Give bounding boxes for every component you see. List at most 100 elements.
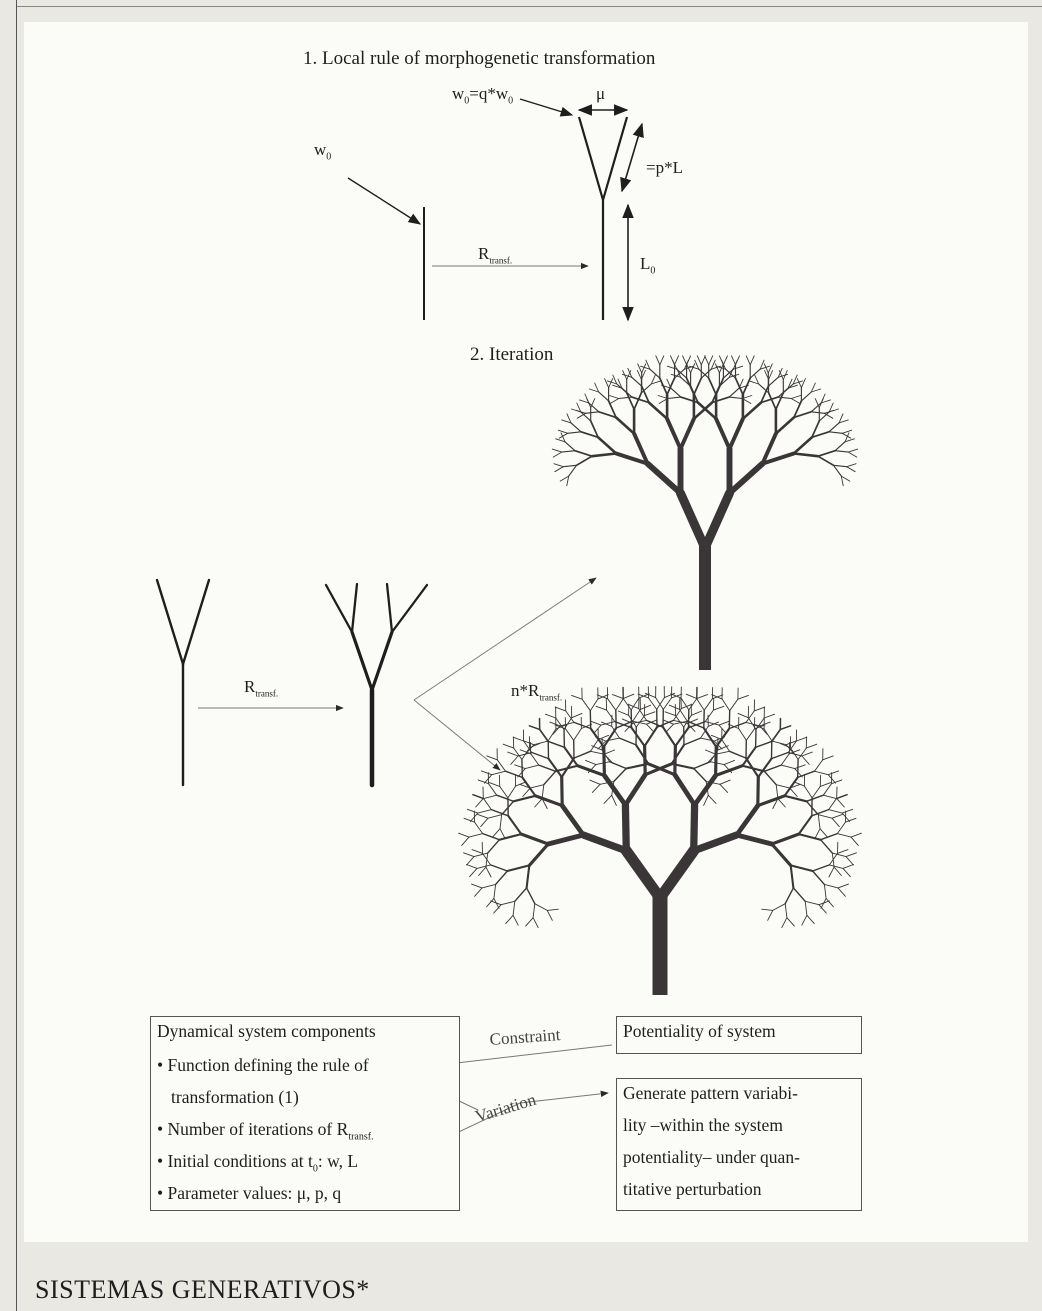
tree-branch: [499, 834, 521, 840]
pattern-variability-box: Generate pattern variabi- lity –within t…: [616, 1078, 862, 1211]
tree-branch: [508, 786, 516, 798]
tree-branch: [634, 393, 641, 410]
tree-branch: [649, 698, 657, 710]
tree-branch: [736, 378, 743, 394]
label-p-times-l: =p*L: [646, 158, 683, 178]
tree-branch: [756, 741, 773, 747]
tree-branch: [656, 356, 660, 365]
tree-branch: [527, 888, 535, 904]
iteration-y-1: [157, 580, 209, 785]
tree-branch: [694, 835, 737, 851]
tree-branch: [525, 765, 539, 769]
tree-branch: [473, 795, 484, 799]
tree-branch: [604, 750, 614, 754]
components-item-3-text: Initial conditions at t: [168, 1151, 313, 1171]
tree-branch: [680, 709, 688, 721]
tree-branch: [705, 750, 715, 754]
tree-branch: [660, 851, 694, 898]
variability-line-1: Generate pattern variabi-: [623, 1083, 798, 1104]
tree-branch: [681, 419, 694, 449]
tree-branch: [764, 714, 774, 718]
tree-branch: [746, 729, 754, 741]
tree-branch: [730, 699, 738, 711]
tree-branch: [542, 785, 544, 799]
components-box-title: Dynamical system components: [157, 1021, 376, 1042]
tree-branch: [478, 810, 492, 814]
tree-branch: [824, 884, 826, 898]
tree-branch: [545, 714, 555, 718]
label-mu: μ: [596, 84, 605, 104]
tree-branch: [818, 815, 832, 819]
tree-branch: [572, 713, 582, 717]
tree-branch: [709, 378, 716, 394]
section1-graphics: [348, 99, 642, 320]
tree-branch: [562, 777, 563, 806]
tree-branch: [486, 867, 491, 877]
tree-branch: [620, 738, 637, 745]
tree-branch: [513, 915, 518, 925]
tree-branch: [843, 865, 854, 869]
iteration-y-2: [326, 584, 427, 785]
tree-branch: [647, 724, 655, 732]
tree-branch: [583, 835, 626, 851]
tree-branch: [660, 356, 664, 365]
dynamical-system-components-box: Dynamical system components • Function d…: [150, 1016, 460, 1211]
tree-branch: [819, 399, 823, 408]
tree-branch: [829, 810, 843, 814]
tree-branch: [686, 694, 696, 698]
tree-branch: [592, 784, 600, 792]
tree-branch: [548, 729, 556, 741]
tree-branch: [530, 785, 544, 788]
tree-branch: [705, 493, 730, 548]
tree-branch: [531, 754, 539, 765]
tree-branch: [532, 753, 549, 759]
tree-branch: [562, 451, 575, 452]
label-rtransf-2: Rtransf.: [244, 677, 278, 698]
tree-branch: [785, 904, 787, 918]
tree-branch: [598, 437, 616, 453]
tree-branch: [847, 464, 856, 467]
label-n-rtransf: n*Rtransf.: [511, 681, 562, 702]
tree-branch: [529, 726, 539, 730]
tree-branch: [487, 898, 494, 906]
tree-branch: [821, 840, 833, 853]
tree-branch: [737, 835, 772, 844]
tree-branch: [491, 865, 508, 871]
tree-branch: [554, 464, 563, 467]
tree-branch: [811, 412, 824, 414]
tree-branch: [834, 465, 847, 466]
tree-branch: [820, 829, 827, 837]
tree-branch: [459, 833, 469, 837]
tree-branch: [514, 796, 536, 802]
tree-branch: [473, 794, 484, 798]
tree-branch: [722, 699, 730, 711]
tree-branch: [668, 397, 681, 398]
tree-branch: [772, 834, 799, 844]
tree-branch: [582, 699, 590, 711]
w0-subscript: 0: [326, 151, 331, 162]
r-subscript-2: transf.: [255, 688, 278, 698]
tree-branch: [746, 356, 750, 365]
tree-branch: [704, 795, 709, 805]
tree-branch: [516, 782, 526, 786]
tree-branch: [489, 783, 500, 787]
tree-branch: [730, 464, 763, 494]
tree-branch: [823, 756, 834, 760]
tree-branch: [590, 780, 600, 784]
tree-branch: [610, 762, 627, 769]
tree-branch: [475, 822, 483, 834]
tree-branch: [773, 904, 785, 911]
tree-branch: [548, 741, 565, 747]
tree-branch: [791, 865, 794, 888]
tree-branch: [829, 798, 837, 809]
tree-branch: [529, 844, 548, 865]
tree-branch: [791, 396, 800, 399]
tree-branch: [500, 815, 502, 829]
tree-branch: [616, 698, 624, 710]
tree-branch: [549, 759, 562, 777]
tree-branch: [474, 853, 488, 857]
tree-branch: [758, 796, 785, 806]
tree-branch: [799, 816, 812, 834]
tree-branch: [838, 884, 849, 888]
tree-branch: [729, 388, 739, 397]
